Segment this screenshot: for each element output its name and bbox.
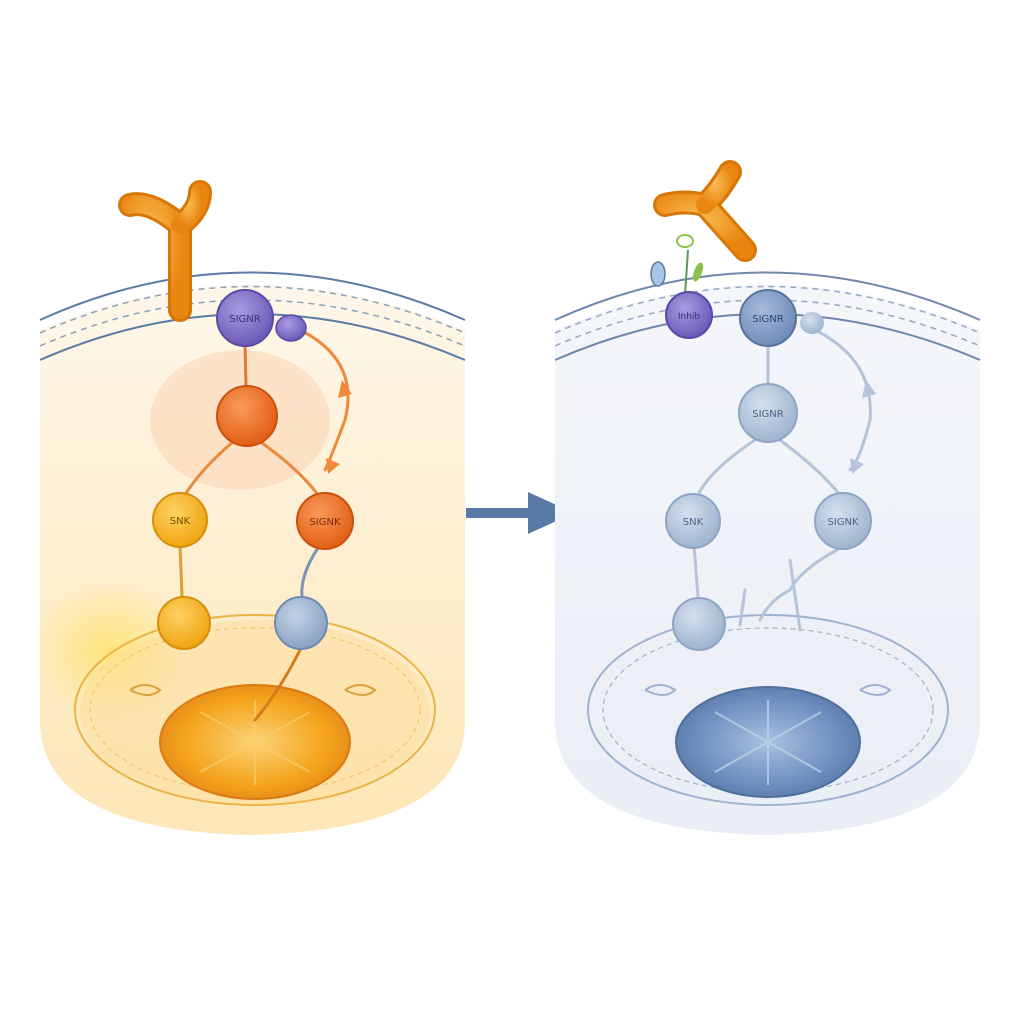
node-lower-left: [157, 596, 211, 650]
node-snk: [665, 493, 721, 549]
node-signk-label: SIGNK: [309, 517, 341, 528]
node-snk: [152, 492, 208, 548]
node-snk-label: SNK: [683, 517, 704, 528]
node-signr-label: SIGNR: [229, 314, 261, 325]
node-partner: [275, 314, 307, 342]
organelle-icon: [129, 684, 162, 696]
node-partner: [800, 312, 824, 334]
right-arrow-icon: [466, 492, 574, 534]
node-lower-left: [672, 597, 726, 651]
arrowhead-icon: [338, 380, 352, 398]
inactive-receptor: [653, 160, 757, 262]
active-receptor: [118, 180, 212, 322]
active-pathway-links: [178, 328, 350, 722]
inactive-pathway-links: [692, 328, 872, 632]
node-signk-label: SIGNK: [827, 517, 859, 528]
inhibitor-ligand-icon: [650, 234, 704, 296]
inactive-cell-cytoplasm: [555, 285, 980, 835]
node-signr: [216, 289, 274, 347]
node-signr: [739, 289, 797, 347]
arrowhead-icon: [850, 458, 864, 474]
arrowhead-icon: [326, 458, 340, 474]
node-lower-right: [274, 596, 328, 650]
node-inhibitor: [665, 291, 713, 339]
arrowhead-icon: [862, 380, 876, 398]
node-signk: [296, 492, 354, 550]
node-signk: [814, 492, 872, 550]
node-kinase-inactive: [738, 383, 798, 443]
inactive-cell-panel: Inhib SIGNR SIGNR SNK SIGNK: [554, 160, 981, 835]
active-cell-panel: SIGNR SNK SIGNK: [30, 180, 466, 835]
node-snk-label: SNK: [170, 516, 191, 527]
organelle-icon: [344, 684, 377, 696]
organelle-icon: [644, 684, 677, 696]
nucleus-chromatin: [714, 700, 822, 785]
node-kinase-inactive-label: SIGNR: [752, 409, 784, 420]
node-signr-label: SIGNR: [752, 314, 784, 325]
nucleus-chromatin: [199, 700, 311, 785]
node-inhibitor-label: Inhib: [678, 312, 701, 322]
node-kinase-active: [216, 385, 278, 447]
organelle-icon: [859, 684, 892, 696]
